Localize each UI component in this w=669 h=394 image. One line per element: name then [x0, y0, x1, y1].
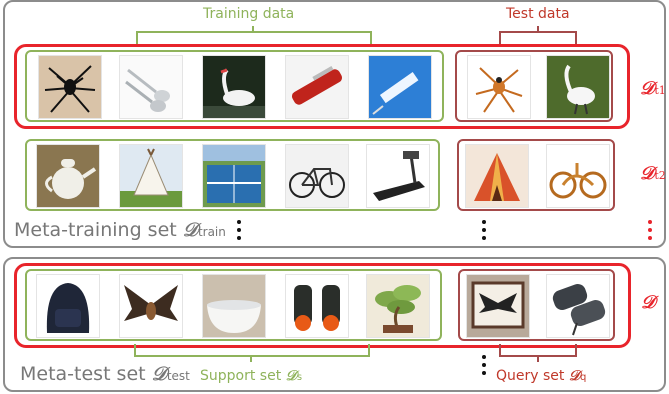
- support-set-text: Support set: [200, 368, 286, 384]
- meta-test-sub: test: [166, 369, 190, 383]
- backpack-image: [36, 274, 100, 338]
- test-task-frame: [14, 263, 631, 348]
- tipi-image: [119, 144, 183, 208]
- task-t1-test-box: [455, 50, 613, 122]
- task-t2-test-box: [457, 139, 615, 211]
- meta-test-sym: 𝒟: [151, 363, 167, 385]
- meta-training-sym: 𝒟: [182, 219, 198, 241]
- bonsai-image: [366, 274, 430, 338]
- spider-test-image: [467, 55, 531, 119]
- swan-test-image: [546, 55, 610, 119]
- query-set-sym: 𝒟: [568, 368, 581, 384]
- binoculars-image: [285, 274, 349, 338]
- teapot-image: [36, 144, 100, 208]
- meta-test-ellipsis: [481, 354, 487, 380]
- task-t1-sub: t1: [654, 84, 666, 97]
- support-set-sub: s: [296, 372, 303, 383]
- meta-test-title: Meta-test set 𝒟test: [20, 363, 190, 385]
- meta-test-title-text: Meta-test set: [20, 363, 152, 385]
- test-task-sym: 𝒟: [641, 292, 656, 313]
- query-set-bracket: [499, 344, 577, 362]
- spider-image: [38, 55, 102, 119]
- meta-training-sub: train: [197, 225, 226, 239]
- spoons-image: [119, 55, 183, 119]
- task-t1-symbol: 𝒟t1: [640, 78, 666, 99]
- swan-image: [202, 55, 266, 119]
- test-task-symbol: 𝒟: [641, 292, 655, 313]
- query-set-text: Query set: [496, 368, 569, 384]
- binoculars-query-image: [546, 274, 610, 338]
- test-data-label: Test data: [506, 6, 570, 22]
- task-t2-sub: t2: [654, 169, 666, 182]
- bicycle-test-image: [546, 144, 610, 208]
- task-t1-training-box: [25, 50, 444, 122]
- bathtub-image: [202, 274, 266, 338]
- training-data-label: Training data: [203, 6, 295, 22]
- task-t2-training-box: [25, 139, 440, 211]
- task-t1-sym: 𝒟: [640, 78, 655, 99]
- treadmill-image: [366, 144, 430, 208]
- task-symbol-ellipsis: [647, 219, 653, 245]
- training-data-bracket: [136, 26, 372, 44]
- task-t1-frame: [14, 44, 630, 129]
- support-set-bracket: [134, 344, 370, 362]
- test-data-bracket: [499, 26, 577, 44]
- tipi-test-image: [465, 144, 529, 208]
- query-set-sub: q: [580, 372, 587, 383]
- query-set-box: [458, 269, 615, 341]
- task-t2-symbol: 𝒟t2: [640, 163, 666, 184]
- support-set-box: [25, 269, 442, 341]
- syringe-image: [368, 55, 432, 119]
- bicycle-image: [285, 144, 349, 208]
- meta-training-title-text: Meta-training set: [14, 219, 183, 241]
- support-set-sym: 𝒟: [285, 368, 297, 384]
- bat-image: [119, 274, 183, 338]
- pocket-knife-image: [285, 55, 349, 119]
- support-set-label: Support set 𝒟s: [200, 368, 302, 384]
- training-column-ellipsis: [481, 219, 487, 245]
- tennis-court-image: [202, 144, 266, 208]
- meta-training-ellipsis: [236, 219, 242, 245]
- bat-query-image: [466, 274, 530, 338]
- query-set-label: Query set 𝒟q: [496, 368, 586, 384]
- meta-training-title: Meta-training set 𝒟train: [14, 219, 226, 241]
- task-t2-sym: 𝒟: [640, 163, 655, 184]
